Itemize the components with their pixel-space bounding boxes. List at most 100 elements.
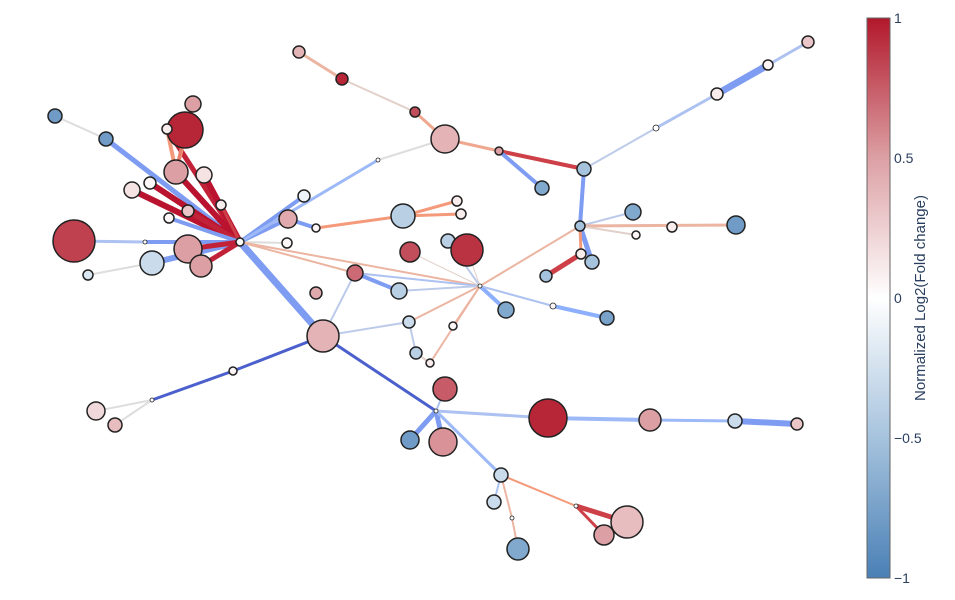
network-node[interactable] [235, 237, 245, 247]
network-node[interactable] [399, 241, 421, 263]
network-node[interactable] [278, 209, 298, 229]
network-edge [239, 241, 481, 287]
network-node[interactable] [139, 250, 165, 276]
network-node[interactable] [390, 282, 408, 300]
network-edge [341, 78, 416, 113]
network-node[interactable] [433, 408, 439, 414]
network-node[interactable] [494, 146, 504, 156]
network-node[interactable] [390, 203, 416, 229]
network-node[interactable] [409, 106, 421, 118]
network-edge [298, 50, 343, 81]
network-edge [715, 61, 770, 98]
network-node[interactable] [215, 199, 227, 211]
network-node[interactable] [450, 233, 484, 267]
network-edge [408, 285, 481, 323]
network-edge [497, 149, 544, 190]
network-node[interactable] [539, 269, 553, 283]
network-node[interactable] [306, 319, 340, 353]
network-edge [237, 239, 326, 339]
network-node[interactable] [574, 220, 586, 232]
network-node[interactable] [335, 72, 349, 86]
network-node[interactable] [309, 286, 323, 300]
network-node[interactable] [497, 301, 515, 319]
network-edge [579, 225, 637, 236]
network-node[interactable] [652, 124, 660, 132]
network-node[interactable] [184, 95, 202, 113]
network-node[interactable] [47, 108, 63, 124]
network-node[interactable] [710, 87, 724, 101]
network-node[interactable] [573, 503, 579, 509]
network-node[interactable] [666, 221, 678, 233]
network-edge [239, 241, 288, 244]
network-edge [168, 216, 241, 244]
colorbar: 10.50−0.5−1 Normalized Log2(Fold change) [866, 10, 929, 586]
network-node[interactable] [346, 264, 364, 282]
network-node[interactable] [528, 398, 568, 438]
network-node[interactable] [584, 254, 600, 270]
network-node[interactable] [297, 189, 311, 203]
network-node[interactable] [123, 181, 141, 199]
network-node[interactable] [493, 467, 509, 483]
network-node[interactable] [610, 505, 644, 539]
network-node[interactable] [727, 413, 743, 429]
network-node[interactable] [82, 269, 94, 281]
network-node[interactable] [143, 176, 157, 190]
network-edge [552, 304, 608, 320]
network-node[interactable] [311, 223, 321, 233]
colorbar-gradient [866, 17, 891, 579]
network-edge [649, 418, 736, 423]
network-edge [479, 285, 554, 307]
network-node[interactable] [402, 315, 416, 329]
network-node[interactable] [432, 376, 458, 402]
network-node[interactable] [281, 237, 293, 249]
network-node[interactable] [98, 131, 114, 147]
network-node[interactable] [375, 157, 381, 163]
network-node[interactable] [638, 408, 662, 432]
network-node[interactable] [400, 430, 420, 450]
colorbar-tick-label: 0 [894, 290, 902, 306]
network-node[interactable] [163, 159, 189, 185]
network-node[interactable] [52, 219, 96, 263]
network-node[interactable] [509, 515, 515, 521]
network-node[interactable] [506, 537, 530, 561]
network-node[interactable] [107, 417, 123, 433]
network-node[interactable] [189, 254, 213, 278]
network-node[interactable] [451, 195, 463, 207]
network-node[interactable] [163, 212, 175, 224]
network-node[interactable] [576, 161, 592, 177]
network-node[interactable] [593, 524, 615, 546]
network-node[interactable] [425, 358, 435, 368]
network-edge [219, 204, 242, 243]
network-node[interactable] [790, 417, 804, 431]
network-node[interactable] [631, 230, 641, 240]
network-node[interactable] [161, 123, 173, 135]
network-node[interactable] [455, 208, 467, 220]
network-node[interactable] [477, 283, 483, 289]
network-node[interactable] [430, 124, 460, 154]
network-node[interactable] [534, 180, 550, 196]
network-edge [655, 92, 718, 130]
network-node[interactable] [549, 302, 557, 310]
network-edge [54, 115, 107, 140]
network-node[interactable] [181, 204, 195, 218]
network-node[interactable] [624, 203, 642, 221]
network-node[interactable] [448, 321, 458, 331]
network-node[interactable] [409, 346, 423, 360]
network-node[interactable] [292, 45, 306, 59]
network-node[interactable] [599, 310, 615, 326]
network-node[interactable] [195, 166, 213, 184]
network-node[interactable] [575, 248, 587, 260]
colorbar-tick-label: 0.5 [894, 150, 914, 166]
network-node[interactable] [149, 397, 155, 403]
network-edge [151, 369, 234, 402]
network-node[interactable] [428, 427, 458, 457]
network-node[interactable] [86, 401, 106, 421]
network-node[interactable] [762, 59, 774, 71]
network-node[interactable] [801, 35, 815, 49]
network-edge [767, 40, 809, 67]
network-edge [322, 334, 437, 413]
network-node[interactable] [142, 239, 148, 245]
network-node[interactable] [228, 366, 238, 376]
network-node[interactable] [486, 494, 502, 510]
network-node[interactable] [726, 215, 746, 235]
